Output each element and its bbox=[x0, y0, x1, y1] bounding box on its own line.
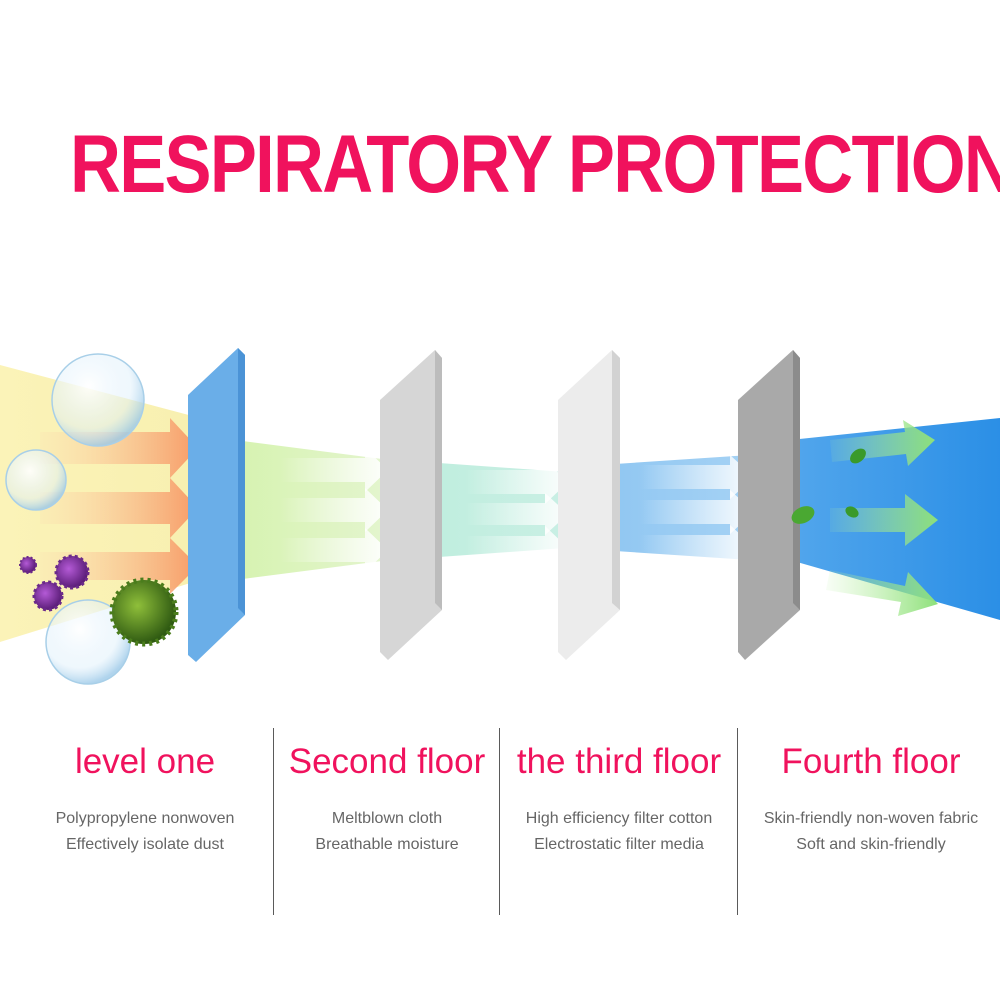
layer-title: Fourth floor bbox=[781, 742, 961, 781]
layer-description-line: Polypropylene nonwoven bbox=[55, 810, 235, 827]
layer-description-line: Breathable moisture bbox=[315, 836, 459, 853]
page-title: RESPIRATORY PROTECTION bbox=[70, 119, 1000, 210]
virus-particles bbox=[19, 554, 179, 647]
layer-description-line: Skin-friendly non-woven fabric bbox=[763, 810, 979, 827]
white-arrows-stage-two bbox=[280, 448, 388, 572]
column-divider bbox=[273, 728, 274, 915]
layer-column-one: level one Polypropylene nonwoven Effecti… bbox=[25, 738, 265, 858]
layer-description-line: Meltblown cloth bbox=[331, 810, 443, 827]
layer-title: the third floor bbox=[516, 742, 722, 781]
white-arrows-stage-three bbox=[465, 460, 568, 570]
clean-air-arrows bbox=[826, 420, 938, 616]
leaf-icons bbox=[791, 448, 866, 524]
layer-title: level one bbox=[74, 742, 216, 781]
layer-description-line: Effectively isolate dust bbox=[65, 836, 224, 853]
filter-layer-four bbox=[738, 350, 800, 660]
filter-layer-three bbox=[558, 350, 620, 660]
column-divider bbox=[499, 728, 500, 915]
filter-layer-two bbox=[380, 350, 442, 660]
layer-column-three: the third floor High efficiency filter c… bbox=[503, 738, 735, 858]
layer-title: Second floor bbox=[288, 742, 486, 781]
filtration-layers-illustration bbox=[0, 348, 1000, 685]
layer-column-two: Second floor Meltblown cloth Breathable … bbox=[278, 738, 496, 858]
water-bubbles bbox=[5, 353, 145, 685]
layer-description-line: Electrostatic filter media bbox=[534, 836, 704, 853]
column-divider bbox=[737, 728, 738, 915]
white-arrows-stage-four bbox=[640, 455, 754, 569]
layer-description-line: High efficiency filter cotton bbox=[525, 810, 713, 827]
layer-description-line: Soft and skin-friendly bbox=[796, 836, 946, 853]
layer-column-four: Fourth floor Skin-friendly non-woven fab… bbox=[745, 738, 997, 858]
filter-layer-one bbox=[188, 348, 245, 662]
